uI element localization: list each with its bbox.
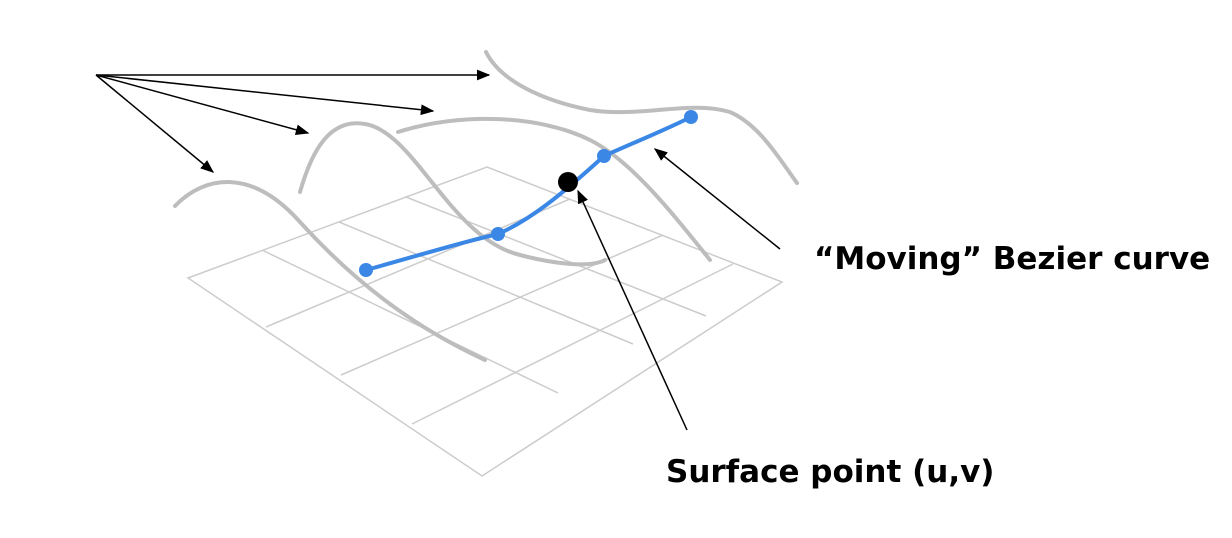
grid-line [405,196,707,317]
control-point [684,110,698,124]
grid-line [261,249,559,394]
control-points [359,110,698,277]
arrow-to-curve-3 [95,74,435,116]
grid-outline [186,166,784,477]
arrow-to-surface-point [577,189,688,431]
control-curve-1 [173,180,487,362]
grid-line [411,263,734,425]
grid-line [265,198,571,328]
surface-point-label: Surface point (u,v) [666,454,995,490]
parameter-grid [186,166,784,477]
arrow-to-curve-1 [95,74,215,173]
control-curve-2 [298,121,607,267]
control-point [597,149,611,163]
control-point [359,263,373,277]
moving-curve-label: “Moving” Bezier curve [814,241,1211,277]
callout-arrows [95,69,781,431]
control-point [491,227,505,241]
control-curve-3 [396,116,712,262]
arrow-to-curve-2 [95,74,310,136]
arrow-to-moving-curve [653,148,781,250]
grid-line [338,221,634,345]
control-curves [173,50,799,362]
moving-bezier-curve [364,115,693,272]
surface-point-dot [558,172,578,192]
control-curve-4 [484,50,799,185]
